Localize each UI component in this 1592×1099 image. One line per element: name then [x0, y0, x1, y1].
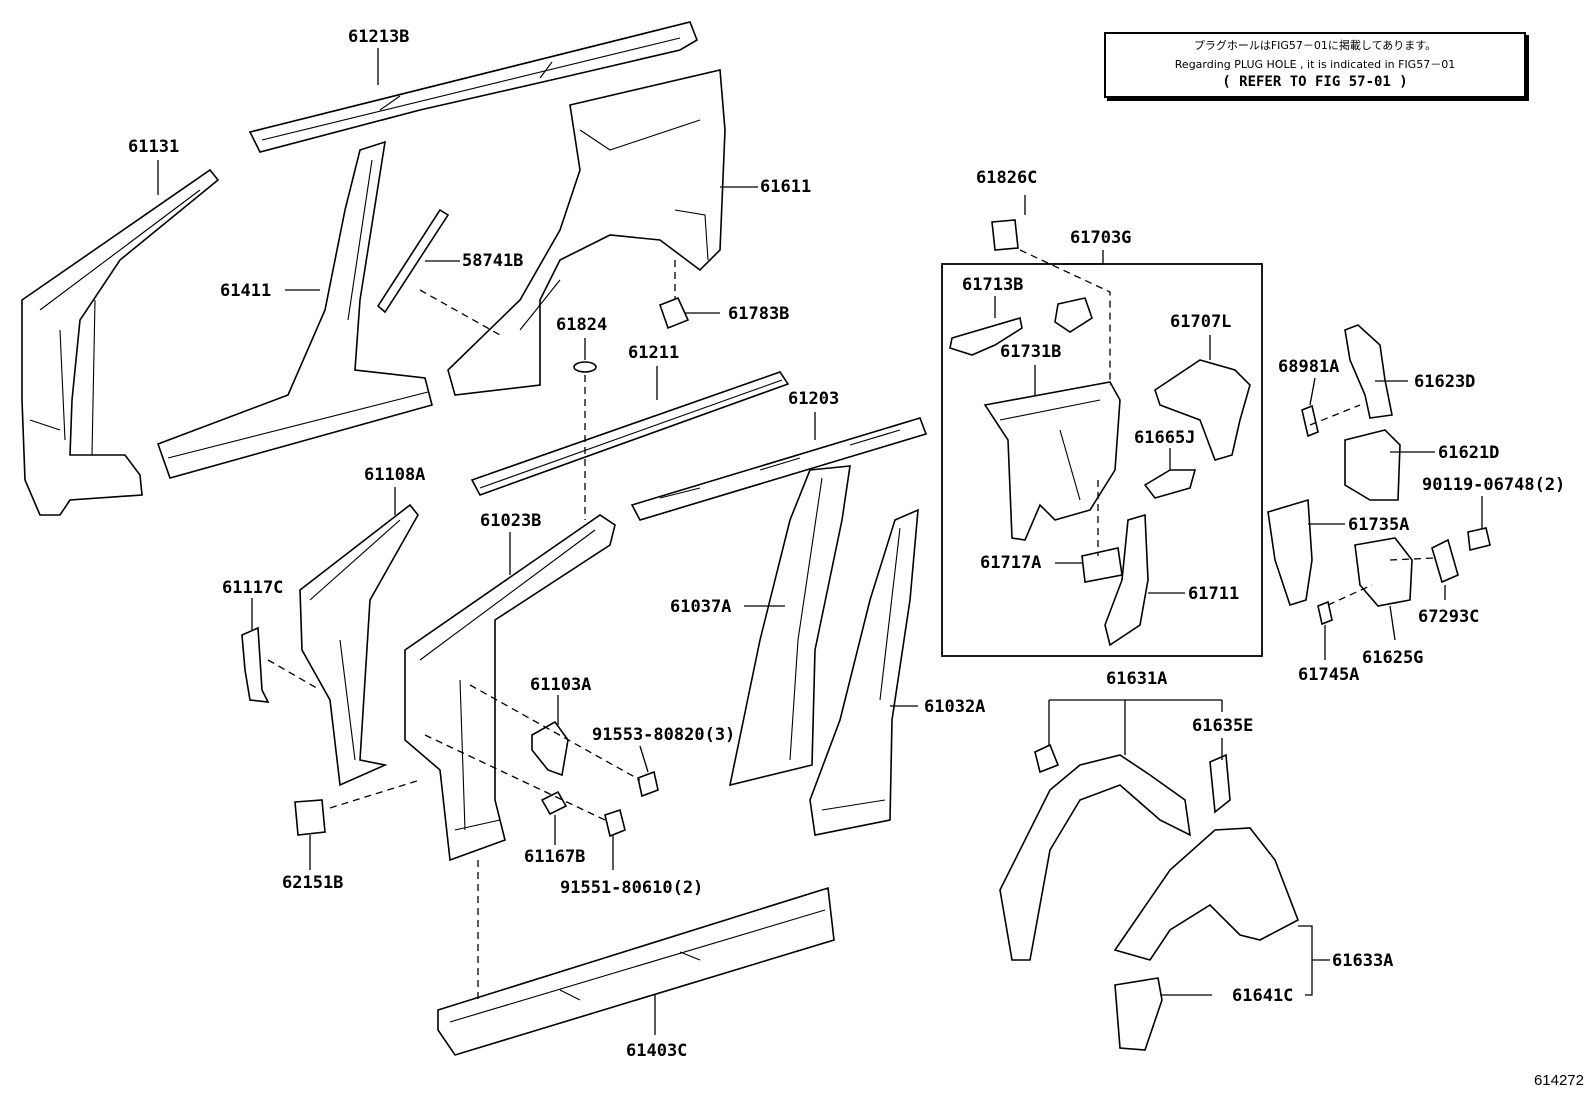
label-61167B: 61167B — [524, 847, 585, 867]
label-61731B: 61731B — [1000, 342, 1061, 362]
part-61745A[interactable] — [1317, 600, 1333, 626]
part-61213B[interactable] — [248, 21, 698, 153]
part-61707L[interactable] — [1154, 359, 1251, 461]
part-61103A[interactable] — [531, 720, 569, 777]
label-61707L: 61707L — [1170, 312, 1231, 332]
part-68981A[interactable] — [1301, 404, 1319, 438]
part-61713B[interactable] — [949, 316, 1023, 356]
part-91553-bolt[interactable] — [637, 770, 659, 798]
part-61783B[interactable] — [658, 296, 690, 330]
part-61411[interactable] — [156, 140, 433, 479]
dashed-assembly-lines — [267, 249, 1436, 1000]
label-61117C: 61117C — [222, 578, 283, 598]
part-62151B[interactable] — [294, 799, 326, 836]
label-61665J: 61665J — [1134, 428, 1195, 448]
part-91551-bolt[interactable] — [604, 808, 626, 838]
label-61213B: 61213B — [348, 27, 409, 47]
part-58741B[interactable] — [376, 208, 450, 314]
plug-hole-note: プラグホールはFIG57－01に掲載してあります。 Regarding PLUG… — [1104, 32, 1526, 98]
part-61713B-clip[interactable] — [1054, 297, 1093, 333]
part-61623D[interactable] — [1344, 324, 1393, 419]
label-61032A: 61032A — [924, 697, 985, 717]
part-61403C[interactable] — [437, 886, 835, 1056]
label-90119: 90119-06748(2) — [1422, 475, 1565, 495]
label-61735A: 61735A — [1348, 515, 1409, 535]
label-61631A: 61631A — [1106, 669, 1167, 689]
part-61631A[interactable] — [999, 754, 1192, 961]
label-61103A: 61103A — [530, 675, 591, 695]
label-61783B: 61783B — [728, 304, 789, 324]
label-61703G: 61703G — [1070, 228, 1131, 248]
part-61731B[interactable] — [983, 381, 1121, 541]
label-61745A: 61745A — [1298, 665, 1359, 685]
part-61023B[interactable] — [404, 514, 616, 862]
label-58741B: 58741B — [462, 251, 523, 271]
leader-lines — [157, 48, 1483, 1035]
label-91553: 91553-80820(3) — [592, 725, 735, 745]
part-61108A[interactable] — [299, 503, 419, 787]
part-61037A[interactable] — [728, 465, 851, 787]
part-61203[interactable] — [630, 417, 928, 521]
part-61824[interactable] — [573, 361, 597, 373]
part-61826C[interactable] — [991, 219, 1019, 251]
label-61641C: 61641C — [1232, 986, 1293, 1006]
note-japanese-text: プラグホールはFIG57－01に掲載してあります。 — [1193, 39, 1437, 52]
part-61641C[interactable] — [1114, 977, 1163, 1051]
label-91551: 91551-80610(2) — [560, 878, 703, 898]
figure-number: 614272 — [1533, 1072, 1584, 1089]
label-61211: 61211 — [628, 343, 679, 363]
part-61633A[interactable] — [1113, 827, 1300, 961]
note-reference-text: ( REFER TO FIG 57-01 ) — [1222, 74, 1408, 90]
part-61625G[interactable] — [1354, 537, 1413, 607]
label-61108A: 61108A — [364, 465, 425, 485]
part-61717A[interactable] — [1081, 547, 1123, 583]
part-61621D[interactable] — [1344, 429, 1401, 501]
label-61635E: 61635E — [1192, 716, 1253, 736]
part-67293C[interactable] — [1431, 538, 1459, 584]
part-61711[interactable] — [1104, 513, 1149, 647]
part-61735A[interactable] — [1267, 498, 1313, 606]
part-61131[interactable] — [21, 168, 220, 516]
label-61023B: 61023B — [480, 511, 541, 531]
note-english-text: Regarding PLUG HOLE , it is indicated in… — [1174, 58, 1456, 71]
label-61037A: 61037A — [670, 597, 731, 617]
label-61826C: 61826C — [976, 168, 1037, 188]
part-61117C[interactable] — [241, 626, 270, 703]
part-61635E[interactable] — [1209, 753, 1231, 814]
label-61824: 61824 — [556, 315, 607, 335]
label-61403C: 61403C — [626, 1041, 687, 1061]
label-61131: 61131 — [128, 137, 179, 157]
part-61631A-bracket[interactable] — [1034, 743, 1060, 774]
label-62151B: 62151B — [282, 873, 343, 893]
label-61611: 61611 — [760, 177, 811, 197]
part-90119-bolt[interactable] — [1467, 527, 1491, 551]
part-61032A[interactable] — [809, 508, 919, 836]
label-61713B: 61713B — [962, 275, 1023, 295]
label-61623D: 61623D — [1414, 372, 1475, 392]
part-61211[interactable] — [470, 371, 790, 496]
label-68981A: 68981A — [1278, 357, 1339, 377]
part-61665J[interactable] — [1143, 469, 1197, 499]
label-61717A: 61717A — [980, 553, 1041, 573]
label-61633A: 61633A — [1332, 951, 1393, 971]
part-labels: 61213B 61131 61611 58741B 61411 61783B 6… — [128, 27, 1565, 1061]
label-61711: 61711 — [1188, 584, 1239, 604]
part-61167B[interactable] — [540, 790, 568, 816]
label-61411: 61411 — [220, 281, 271, 301]
part-61611[interactable] — [447, 69, 726, 396]
label-61625G: 61625G — [1362, 648, 1423, 668]
label-67293C: 67293C — [1418, 607, 1479, 627]
label-61621D: 61621D — [1438, 443, 1499, 463]
label-61203: 61203 — [788, 389, 839, 409]
